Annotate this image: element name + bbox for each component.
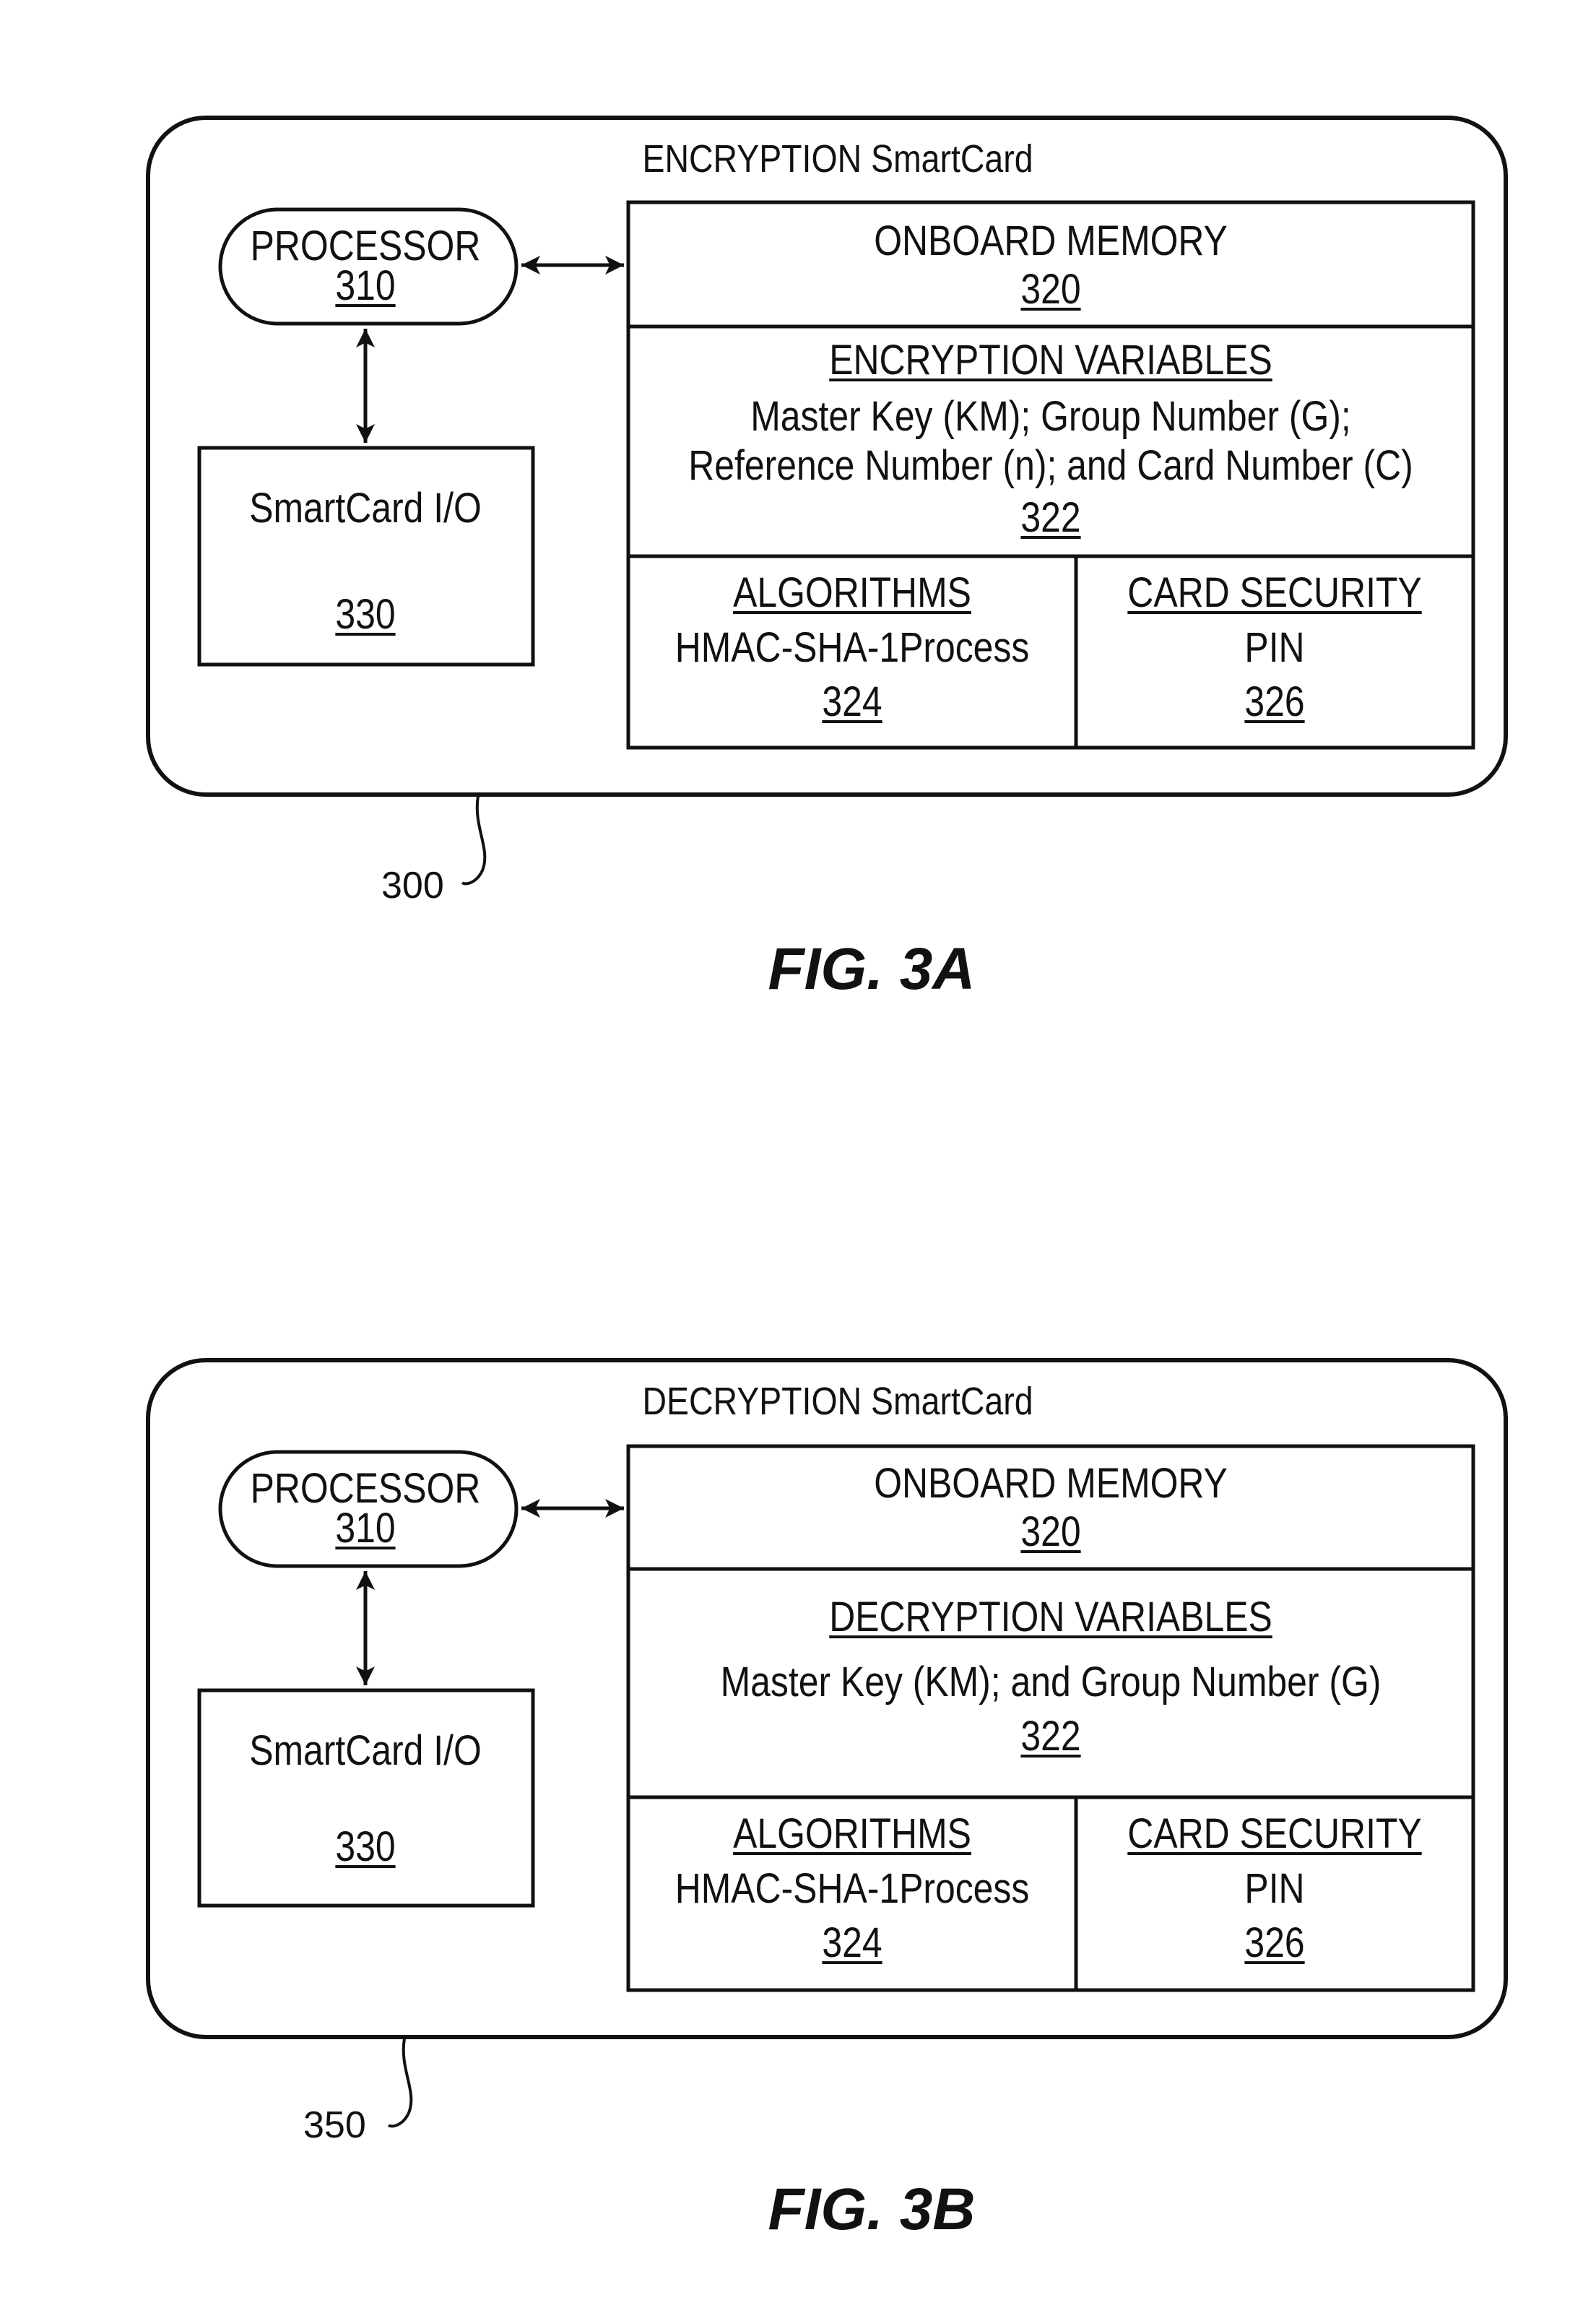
- fig-3b-processor-label: PROCESSOR: [250, 1465, 481, 1512]
- fig-3b-security-heading: CARD SECURITY: [1127, 1810, 1422, 1857]
- fig-3a-variables-heading: ENCRYPTION VARIABLES: [829, 337, 1272, 384]
- fig-3a-algorithms-heading: ALGORITHMS: [733, 569, 971, 616]
- fig-3b-security-text: PIN: [1244, 1865, 1305, 1912]
- fig-3b-variables-line-1: Master Key (KM); and Group Number (G): [720, 1659, 1382, 1705]
- fig-3b-card-title: DECRYPTION SmartCard: [642, 1380, 1033, 1423]
- fig-3b-memory-label: ONBOARD MEMORY: [874, 1460, 1228, 1507]
- fig-3b-memory-box: [626, 1444, 1475, 1992]
- fig-3a-security-ref: 326: [1244, 678, 1305, 725]
- fig-3a-memory-box: [626, 200, 1475, 750]
- fig-3a-variables-ref: 322: [1020, 494, 1081, 541]
- fig-3a-variables-line-2: Reference Number (n); and Card Number (C…: [688, 442, 1413, 489]
- fig-3a-processor-label: PROCESSOR: [250, 222, 481, 269]
- fig-3b-algorithms-ref: 324: [822, 1919, 882, 1966]
- fig-3a-variables-line-1: Master Key (KM); Group Number (G);: [750, 393, 1351, 440]
- fig-3b-algorithms-text: HMAC-SHA-1Process: [675, 1865, 1030, 1912]
- fig-3a-io-ref: 330: [335, 591, 396, 638]
- fig-3a-processor-ref: 310: [335, 262, 396, 309]
- fig-3b-io-label: SmartCard I/O: [249, 1727, 482, 1774]
- fig-3b-caption: FIG. 3B: [768, 2176, 976, 2242]
- fig-3a-io-label: SmartCard I/O: [249, 485, 482, 532]
- fig-3b-card-ref: 350: [303, 2104, 366, 2146]
- fig-3b-memory-ref: 320: [1020, 1508, 1081, 1555]
- fig-3a-processor-shape: [218, 207, 519, 326]
- fig-3a-card-ref: 300: [381, 865, 444, 907]
- fig-3a-caption: FIG. 3A: [768, 936, 976, 1002]
- fig-3a-algorithms-text: HMAC-SHA-1Process: [675, 624, 1030, 671]
- fig-3a-io-box: [197, 446, 535, 667]
- fig-3b-processor-ref: 310: [335, 1505, 396, 1552]
- fig-3b-io-box: [197, 1688, 535, 1908]
- fig-3b-algorithms-heading: ALGORITHMS: [733, 1810, 971, 1857]
- fig-3a-security-heading: CARD SECURITY: [1127, 569, 1422, 616]
- fig-3b-card-outline: [146, 1358, 1508, 2039]
- fig-3a-security-text: PIN: [1244, 624, 1305, 671]
- fig-3a-memory-label: ONBOARD MEMORY: [874, 217, 1228, 264]
- fig-3b-variables-heading: DECRYPTION VARIABLES: [829, 1594, 1272, 1640]
- fig-3b-security-ref: 326: [1244, 1919, 1305, 1966]
- fig-3a-ref-leader: [461, 795, 487, 886]
- fig-3b-io-ref: 330: [335, 1823, 396, 1870]
- fig-3b-processor-shape: [218, 1450, 519, 1568]
- fig-3a-algorithms-ref: 324: [822, 678, 882, 725]
- fig-3b-ref-leader: [387, 2038, 413, 2128]
- fig-3a-card-title: ENCRYPTION SmartCard: [642, 137, 1033, 181]
- fig-3a-card-outline: [146, 116, 1508, 797]
- fig-3b-variables-ref: 322: [1020, 1713, 1081, 1760]
- fig-3a-memory-ref: 320: [1020, 266, 1081, 313]
